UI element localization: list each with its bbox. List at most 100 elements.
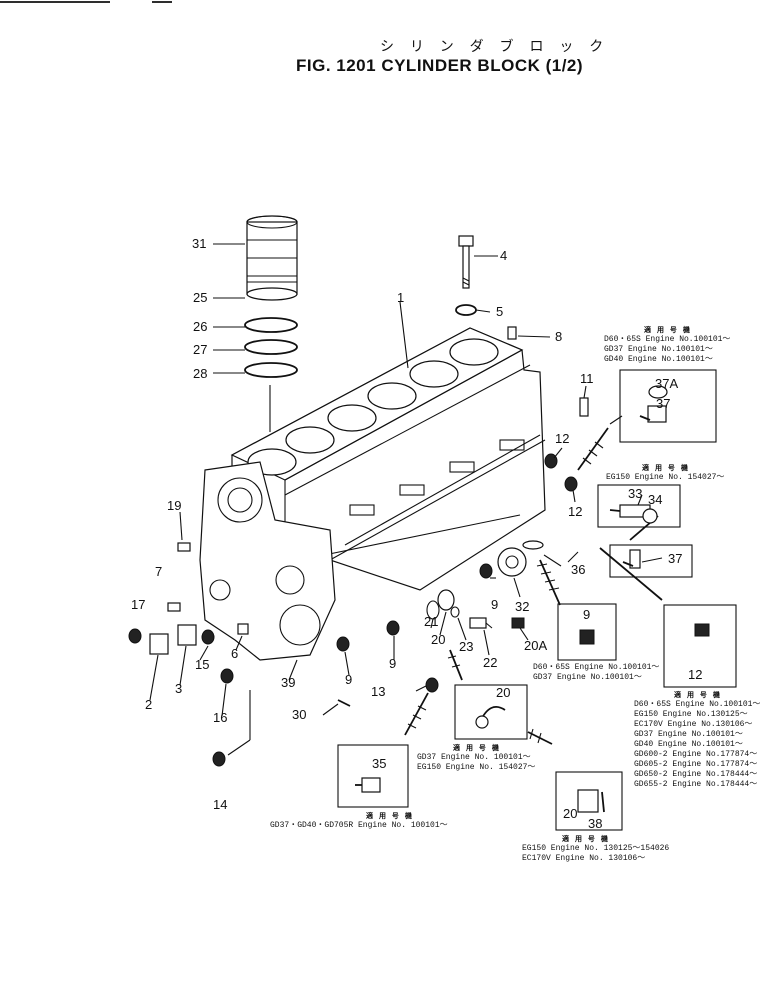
callout-35: 35 <box>372 756 387 771</box>
callout-37-a: 37 <box>656 396 671 411</box>
callout-4: 4 <box>500 248 508 263</box>
plug <box>511 617 525 629</box>
callout-38: 38 <box>588 816 603 831</box>
o-ring <box>244 362 298 378</box>
gasket <box>522 540 544 550</box>
note-line: GD37 Engine No. 100101～ <box>417 753 531 762</box>
plug <box>336 636 350 652</box>
note-line: EG150 Engine No. 154027～ <box>606 473 725 482</box>
detail-box-9 <box>557 603 617 661</box>
cylinder-block <box>230 327 546 591</box>
note-line: EG150 Engine No. 130125～154026 <box>522 844 670 853</box>
note-line: D60・65S Engine No.100101～ <box>634 700 761 709</box>
bolt <box>337 699 351 707</box>
detail-box-35 <box>337 744 409 808</box>
callout-9-d: 9 <box>345 672 353 687</box>
washer <box>437 589 455 611</box>
callout-39: 39 <box>281 675 296 690</box>
note-line: EG150 Engine No. 154027～ <box>417 763 536 772</box>
note-line: GD37 Engine No.100101～ <box>634 730 743 739</box>
callout-14: 14 <box>213 797 228 812</box>
o-ring <box>244 339 298 355</box>
note-line: GD37・GD40・GD705R Engine No. 100101～ <box>270 821 448 830</box>
callout-32: 32 <box>515 599 530 614</box>
callout-12-b: 12 <box>568 504 583 519</box>
note-line: EC170V Engine No. 130106～ <box>522 854 646 863</box>
note-line: EC170V Engine No.130106～ <box>634 720 753 729</box>
pin <box>167 602 181 612</box>
note-line: GD655-2 Engine No.178444～ <box>634 780 758 789</box>
pin <box>579 397 589 417</box>
head-bolt <box>458 235 474 289</box>
callout-34: 34 <box>648 492 663 507</box>
callout-37-b: 37 <box>668 551 683 566</box>
callout-21: 21 <box>424 614 439 629</box>
callout-20A: 20A <box>524 638 548 653</box>
plug <box>564 476 578 492</box>
note-7: 適 用 号 機 EG150 Engine No. 130125～154026 E… <box>522 834 669 864</box>
callout-12-c: 12 <box>688 667 703 682</box>
long-bolt <box>577 427 609 471</box>
callout-12-a: 12 <box>555 431 570 446</box>
washer <box>450 606 460 618</box>
plug <box>425 677 439 693</box>
callout-26: 26 <box>193 319 208 334</box>
detail-box-33 <box>597 484 681 528</box>
long-bolt <box>536 559 561 606</box>
note-4: 適 用 号 機 D60・65S Engine No.100101～ EG150 … <box>634 690 760 790</box>
callout-9-c: 9 <box>389 656 397 671</box>
callout-13: 13 <box>371 684 386 699</box>
detail-box-37 <box>609 544 693 578</box>
callout-3: 3 <box>175 681 183 696</box>
note-line: GD650-2 Engine No.178444～ <box>634 770 758 779</box>
plug <box>128 628 142 644</box>
callout-23: 23 <box>459 639 474 654</box>
callout-33: 33 <box>628 486 643 501</box>
cover <box>497 547 527 577</box>
callout-30: 30 <box>292 707 307 722</box>
callout-36: 36 <box>571 562 586 577</box>
note-5: 適 用 号 機 GD37 Engine No. 100101～ EG150 En… <box>417 743 535 773</box>
note-line: GD40 Engine No.100101～ <box>634 740 743 749</box>
detail-box-37A <box>619 369 717 443</box>
note-line: GD40 Engine No.100101～ <box>604 355 713 364</box>
detail-box-38 <box>555 771 623 831</box>
long-bolt <box>447 649 463 681</box>
callout-15: 15 <box>195 657 210 672</box>
cylinder-liner <box>246 215 298 301</box>
callout-9-b: 9 <box>583 607 591 622</box>
callout-25: 25 <box>193 290 208 305</box>
page-title: FIG. 1201 CYLINDER BLOCK (1/2) <box>296 56 584 75</box>
long-bolt <box>527 728 553 745</box>
plug <box>201 629 215 645</box>
callout-19: 19 <box>167 498 182 513</box>
note-line: D60・65S Engine No.100101～ <box>533 663 660 672</box>
callout-8: 8 <box>555 329 563 344</box>
callout-11: 11 <box>580 371 594 386</box>
note-line: GD605-2 Engine No.177874～ <box>634 760 758 769</box>
callout-31: 31 <box>192 236 207 251</box>
note-line: EG150 Engine No.130125～ <box>634 710 748 719</box>
japanese-title: シ リ ン ダ ブ ロ ッ ク <box>380 38 610 54</box>
pin <box>177 542 191 552</box>
note-6: 適 用 号 機 GD37・GD40・GD705R Engine No. 1001… <box>270 811 448 831</box>
note-line: GD37 Engine No.100101～ <box>604 345 713 354</box>
callout-16: 16 <box>213 710 228 725</box>
callout-1: 1 <box>397 290 405 305</box>
note-heading: 適 用 号 機 <box>644 327 692 334</box>
callout-6: 6 <box>231 646 239 661</box>
long-bolt <box>404 692 429 736</box>
cup-plug <box>149 633 169 655</box>
plug <box>386 620 400 636</box>
callout-20-c: 20 <box>563 806 578 821</box>
note-heading: 適 用 号 機 <box>366 813 414 820</box>
cup-plug <box>177 624 197 646</box>
callout-20-a: 20 <box>431 632 446 647</box>
callout-20-b: 20 <box>496 685 511 700</box>
callout-28: 28 <box>193 366 208 381</box>
detail-box-12 <box>663 604 737 688</box>
leader-lines <box>149 243 663 717</box>
note-heading: 適 用 号 機 <box>642 465 690 472</box>
callout-17: 17 <box>131 597 146 612</box>
